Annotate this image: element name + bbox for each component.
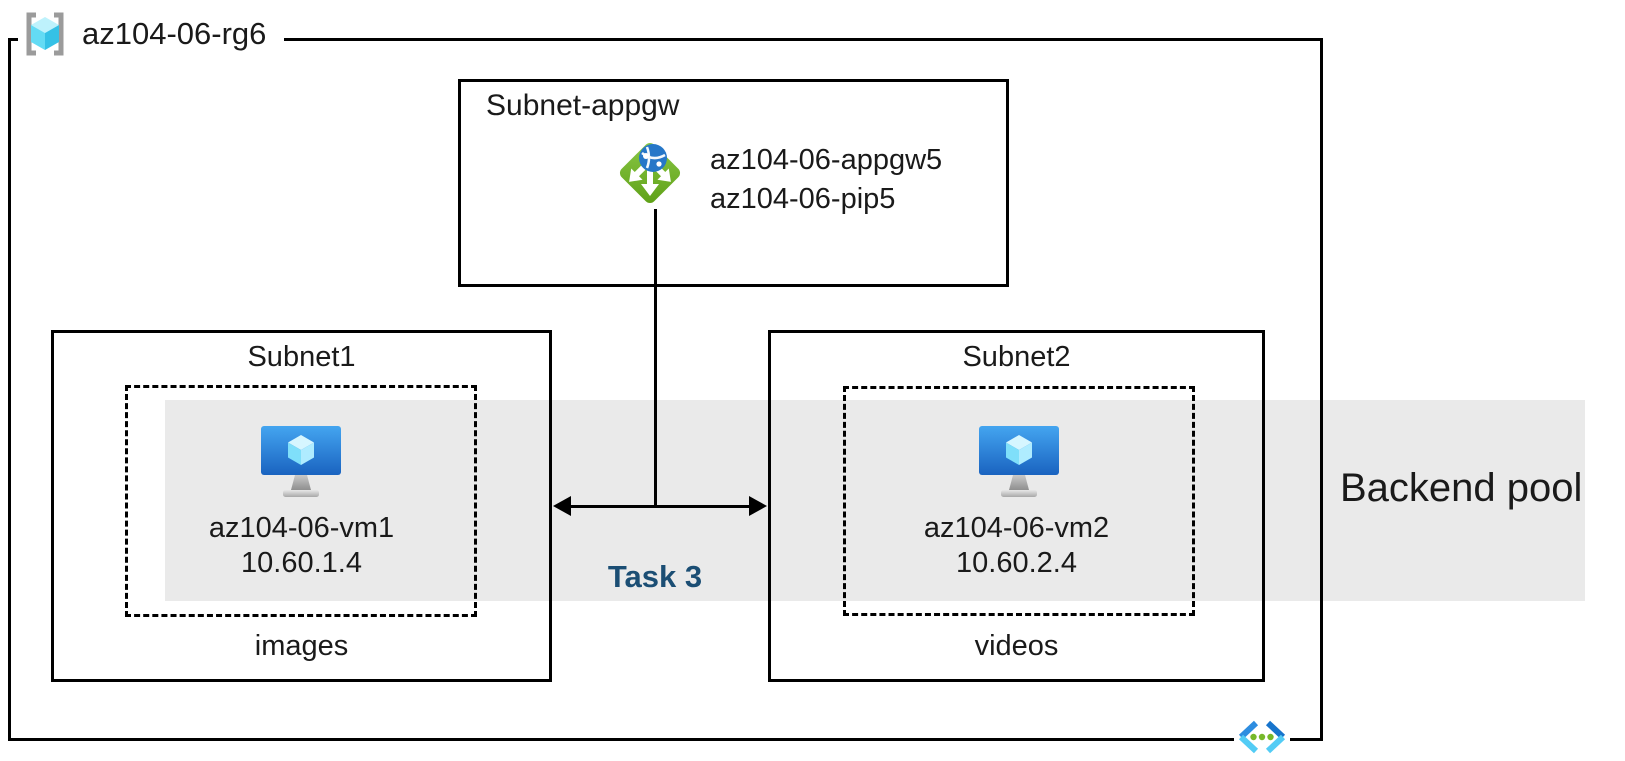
backend-pool-band	[165, 400, 1585, 601]
subnet2-box	[768, 330, 1265, 682]
appgw-resource-names: az104-06-appgw5 az104-06-pip5	[710, 141, 942, 219]
appgw-pip-name: az104-06-pip5	[710, 183, 896, 215]
virtual-machine-icon	[974, 424, 1064, 507]
vm1-name: az104-06-vm1	[208, 512, 395, 544]
vm2-ip: 10.60.2.4	[956, 547, 1077, 579]
subnet1-backend-dashed-box	[125, 385, 477, 617]
application-gateway-icon	[611, 134, 689, 217]
subnet2-pool-label: videos	[974, 630, 1059, 662]
virtual-network-icon	[1234, 715, 1290, 761]
appgw-subnet-title: Subnet-appgw	[486, 89, 680, 122]
resource-group-label: az104-06-rg6	[18, 6, 285, 62]
subnet1-title: Subnet1	[247, 341, 356, 373]
resource-group-box	[8, 38, 1323, 741]
task-label: Task 3	[607, 559, 703, 594]
appgw-name: az104-06-appgw5	[710, 144, 943, 176]
gateway-connector-line	[654, 209, 657, 507]
arrow-head-left-icon	[553, 496, 571, 516]
vm2-name: az104-06-vm2	[923, 512, 1110, 544]
subnet1-box	[51, 330, 552, 682]
subnet1-pool-label: images	[254, 630, 349, 662]
vm1-ip: 10.60.1.4	[241, 547, 362, 579]
subnet2-backend-dashed-box	[843, 386, 1195, 616]
virtual-machine-icon	[256, 424, 346, 507]
backend-pool-label: Backend pool	[1340, 466, 1583, 510]
subnet2-title: Subnet2	[962, 341, 1071, 373]
resource-group-icon	[22, 11, 68, 57]
subnet-arrow-line	[560, 505, 760, 508]
resource-group-name: az104-06-rg6	[82, 16, 267, 51]
appgw-subnet-box	[458, 79, 1009, 287]
arrow-head-right-icon	[749, 496, 767, 516]
